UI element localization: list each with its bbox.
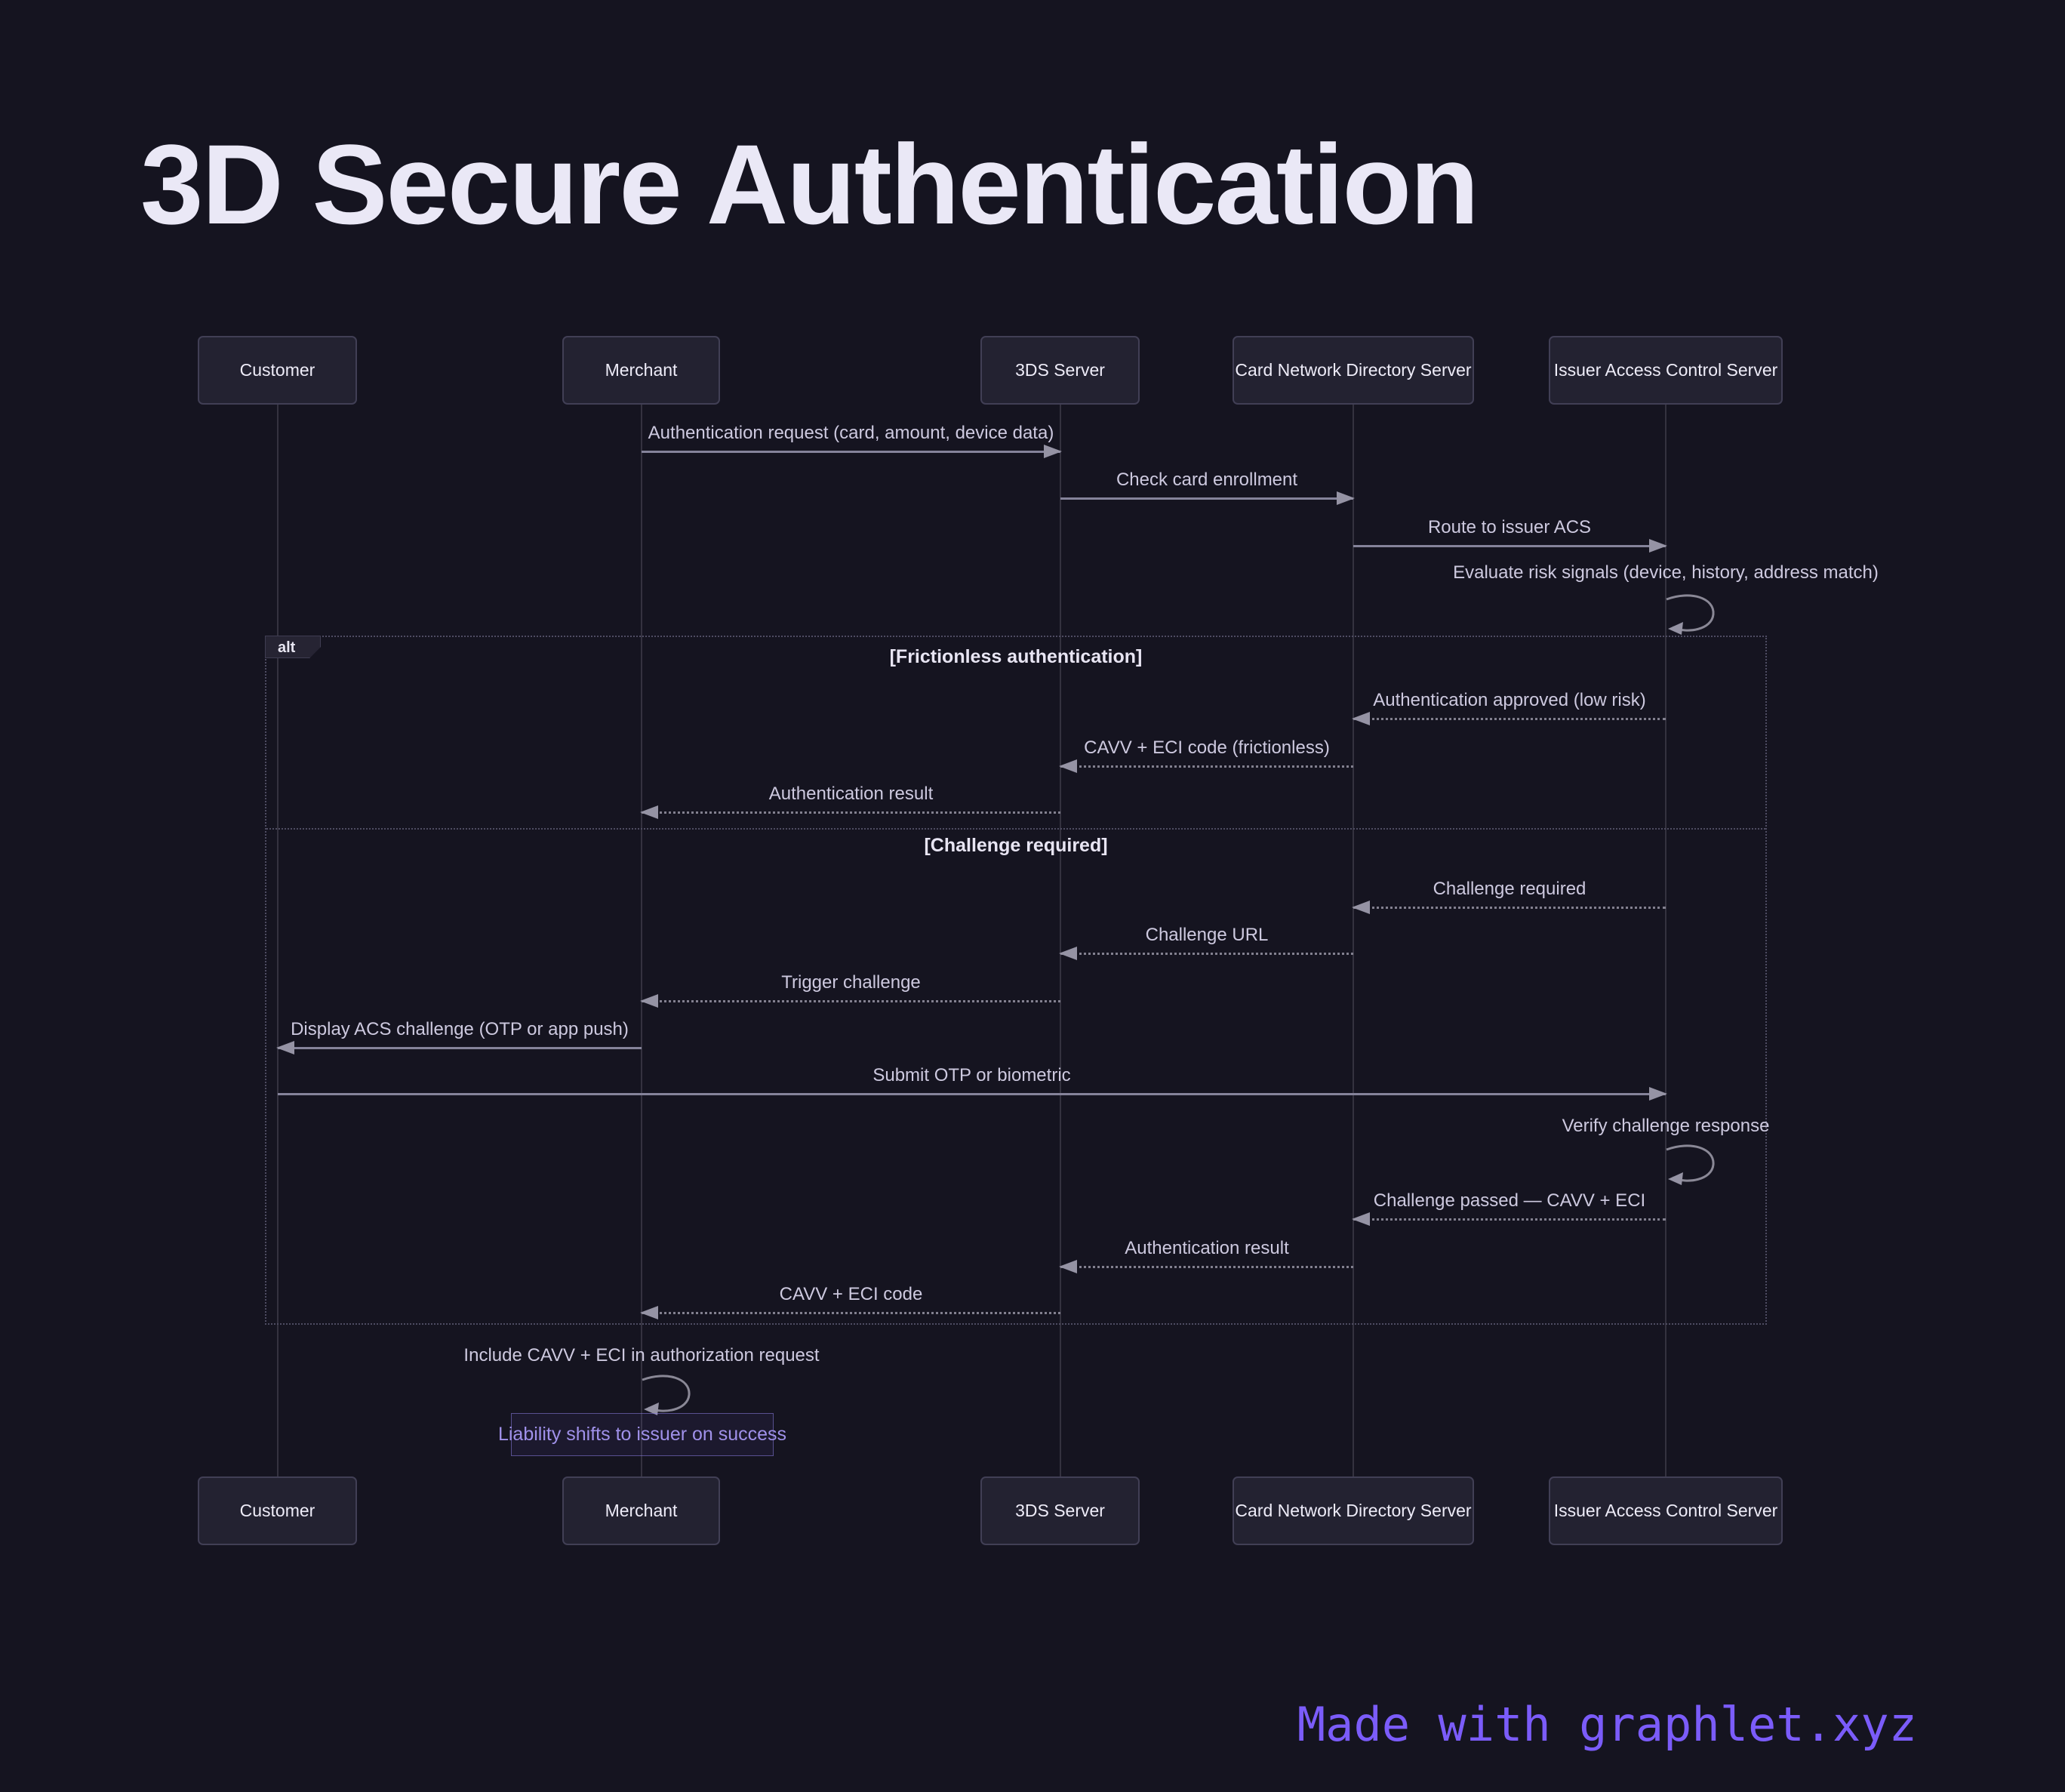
- arrowhead-icon: [640, 1306, 658, 1319]
- actor-customer-bottom: Customer: [198, 1476, 357, 1545]
- actor-label: 3DS Server: [1015, 1501, 1105, 1520]
- dashed-arrow: [1059, 1260, 1353, 1273]
- actor-card-network-directory-server-top: Card Network Directory Server: [1233, 336, 1474, 405]
- message-include-cavv-eci: Include CAVV + ECI in authorization requ…: [463, 1345, 820, 1366]
- arrowhead-icon: [1059, 947, 1077, 960]
- message-check-card-enrollment: Check card enrollment: [1060, 467, 1355, 505]
- actor-merchant-bottom: Merchant: [562, 1476, 720, 1545]
- message-challenge-passed: Challenge passed — CAVV + ECI: [1352, 1188, 1666, 1226]
- arrowhead-icon: [640, 805, 658, 819]
- dashed-arrow: [1059, 759, 1353, 773]
- actor-customer-top: Customer: [198, 336, 357, 405]
- actor-3ds-server-bottom: 3DS Server: [980, 1476, 1140, 1545]
- actor-label: Customer: [239, 1501, 315, 1520]
- message-route-to-issuer-acs: Route to issuer ACS: [1353, 515, 1667, 553]
- message-authentication-result-2: Authentication result: [1059, 1236, 1353, 1273]
- message-submit-otp: Submit OTP or biometric: [278, 1063, 1667, 1101]
- alt-condition-challenge: [Challenge required]: [924, 835, 1108, 856]
- message-verify-challenge-response: Verify challenge response: [1562, 1116, 1770, 1136]
- actor-merchant-top: Merchant: [562, 336, 720, 405]
- lifeline-3ds-server: [1060, 405, 1061, 1476]
- actor-3ds-server-top: 3DS Server: [980, 336, 1140, 405]
- self-loop-icon: [1666, 1144, 1715, 1185]
- graphlet-credit-link[interactable]: Made with graphlet.xyz: [1297, 1697, 1917, 1752]
- dashed-arrow: [1352, 1212, 1666, 1226]
- solid-arrow: [642, 445, 1062, 458]
- arrowhead-icon: [1649, 539, 1667, 553]
- actor-label: Issuer Access Control Server: [1553, 360, 1778, 380]
- actor-label: Card Network Directory Server: [1235, 1501, 1472, 1520]
- lifeline-merchant: [641, 405, 642, 1476]
- actor-label: 3DS Server: [1015, 360, 1105, 380]
- page-title: 3D Secure Authentication: [140, 121, 1479, 248]
- arrowhead-icon: [1352, 901, 1370, 914]
- dashed-arrow: [1352, 901, 1666, 914]
- arrowhead-icon: [1059, 1260, 1077, 1273]
- message-challenge-required: Challenge required: [1352, 876, 1666, 914]
- note-liability-shift: Liability shifts to issuer on success: [498, 1413, 786, 1456]
- message-display-acs-challenge: Display ACS challenge (OTP or app push): [276, 1017, 642, 1055]
- self-loop-icon: [1666, 594, 1715, 635]
- solid-arrow: [1060, 491, 1355, 505]
- actor-label: Customer: [239, 360, 315, 380]
- solid-arrow: [278, 1087, 1667, 1101]
- alt-frame: alt [Frictionless authentication] [Chall…: [265, 636, 1767, 1325]
- actor-label: Merchant: [605, 360, 678, 380]
- actor-label: Card Network Directory Server: [1235, 360, 1472, 380]
- lifeline-issuer-access-control-server: [1665, 405, 1666, 1476]
- arrowhead-icon: [276, 1041, 294, 1055]
- message-authentication-approved: Authentication approved (low risk): [1352, 688, 1666, 725]
- message-authentication-request: Authentication request (card, amount, de…: [642, 420, 1062, 458]
- lifeline-customer: [277, 405, 279, 1476]
- dashed-arrow: [1352, 712, 1666, 725]
- arrowhead-icon: [640, 994, 658, 1008]
- actor-label: Merchant: [605, 1501, 678, 1520]
- dashed-arrow: [640, 1306, 1060, 1319]
- dashed-arrow: [640, 805, 1060, 819]
- note-text: Liability shifts to issuer on success: [497, 1424, 787, 1445]
- message-challenge-url: Challenge URL: [1059, 922, 1353, 960]
- self-loop-icon: [642, 1375, 691, 1415]
- message-cavv-eci-code: CAVV + ECI code: [640, 1282, 1060, 1319]
- alt-frame-operator-tab: alt: [265, 636, 321, 658]
- arrowhead-icon: [1352, 1212, 1370, 1226]
- message-authentication-result-1: Authentication result: [640, 781, 1060, 819]
- message-trigger-challenge: Trigger challenge: [640, 970, 1060, 1008]
- arrowhead-icon: [1044, 445, 1062, 458]
- alt-frame-divider: [266, 828, 1765, 830]
- actor-card-network-directory-server-bottom: Card Network Directory Server: [1233, 1476, 1474, 1545]
- solid-arrow: [276, 1041, 642, 1055]
- alt-condition-frictionless: [Frictionless authentication]: [889, 646, 1143, 667]
- arrowhead-icon: [1649, 1087, 1667, 1101]
- lifeline-card-network-directory-server: [1353, 405, 1354, 1476]
- actor-label: Issuer Access Control Server: [1553, 1501, 1778, 1520]
- dashed-arrow: [1059, 947, 1353, 960]
- actor-issuer-access-control-server-bottom: Issuer Access Control Server: [1549, 1476, 1783, 1545]
- message-cavv-eci-frictionless: CAVV + ECI code (frictionless): [1059, 735, 1353, 773]
- arrowhead-icon: [1352, 712, 1370, 725]
- arrowhead-icon: [1337, 491, 1355, 505]
- arrowhead-icon: [1059, 759, 1077, 773]
- dashed-arrow: [640, 994, 1060, 1008]
- message-evaluate-risk-signals: Evaluate risk signals (device, history, …: [1453, 562, 1879, 583]
- actor-issuer-access-control-server-top: Issuer Access Control Server: [1549, 336, 1783, 405]
- solid-arrow: [1353, 539, 1667, 553]
